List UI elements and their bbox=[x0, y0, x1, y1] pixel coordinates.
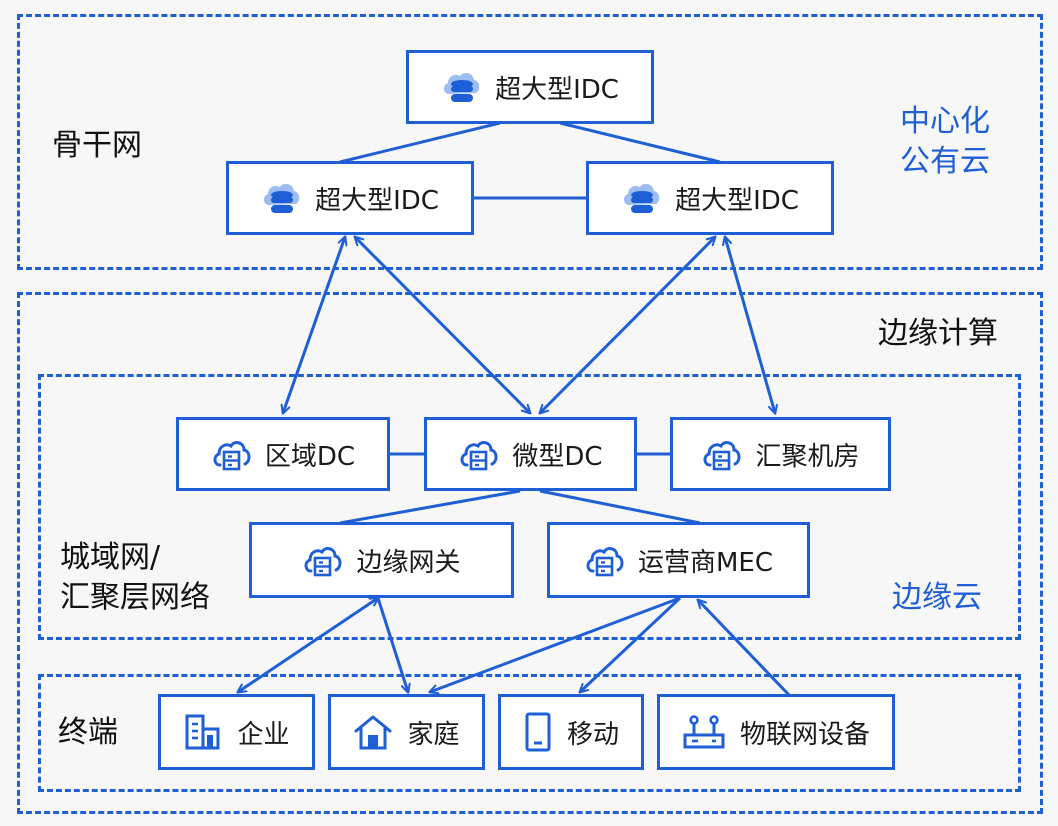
aggregation-room-node[interactable]: 汇聚机房 bbox=[670, 417, 891, 491]
arrow-mec-home bbox=[430, 596, 681, 692]
arrow-mec-mobile bbox=[580, 596, 682, 692]
arrow-idc-right-aggregation bbox=[725, 237, 775, 413]
terminal-zone bbox=[38, 674, 1021, 792]
link-top-to-right-idc bbox=[559, 121, 721, 164]
terminal-label: 终端 bbox=[58, 715, 118, 750]
micro-dc-label: 微型DC bbox=[512, 441, 603, 472]
home-label: 家庭 bbox=[407, 719, 460, 750]
operator-mec-node[interactable]: 运营商MEC bbox=[547, 522, 810, 598]
edge-gateway-label: 边缘网关 bbox=[356, 547, 461, 578]
arrow-gateway-home bbox=[376, 597, 408, 692]
link-top-to-left-idc bbox=[339, 121, 501, 164]
cloud-server-icon bbox=[586, 547, 624, 577]
arrow-idc-left-regional bbox=[283, 237, 345, 413]
link-micro-mec bbox=[539, 489, 701, 525]
idc-node-right-label: 超大型IDC bbox=[675, 185, 799, 216]
enterprise-label: 企业 bbox=[237, 719, 290, 750]
enterprise-node[interactable]: 企业 bbox=[158, 694, 315, 770]
cloud-database-icon bbox=[444, 72, 480, 102]
iot-device-node[interactable]: 物联网设备 bbox=[657, 694, 895, 770]
phone-icon bbox=[525, 712, 551, 752]
regional-dc-label: 区域DC bbox=[264, 441, 356, 472]
metro-network-label: 城域网/ 汇聚层网络 bbox=[60, 540, 210, 615]
cloud-server-icon bbox=[213, 441, 251, 471]
aggregation-room-label: 汇聚机房 bbox=[755, 441, 860, 472]
cloud-database-icon bbox=[264, 183, 300, 213]
mobile-node[interactable]: 移动 bbox=[498, 694, 644, 770]
cloud-server-icon bbox=[304, 547, 342, 577]
edge-computing-label: 边缘计算 bbox=[878, 316, 998, 351]
arrow-iot-mec bbox=[698, 600, 792, 698]
edge-cloud-label: 边缘云 bbox=[892, 580, 982, 615]
cloud-server-icon bbox=[703, 441, 741, 471]
idc-node-top[interactable]: 超大型IDC bbox=[406, 50, 654, 124]
house-icon bbox=[354, 715, 392, 750]
central-cloud-label: 中心化 公有云 bbox=[900, 104, 990, 179]
idc-node-top-label: 超大型IDC bbox=[495, 74, 619, 105]
cloud-server-icon bbox=[460, 441, 498, 471]
idc-node-left-label: 超大型IDC bbox=[315, 185, 439, 216]
cloud-database-icon bbox=[624, 183, 660, 213]
regional-dc-node[interactable]: 区域DC bbox=[176, 417, 390, 491]
link-micro-gateway bbox=[339, 489, 521, 525]
mobile-label: 移动 bbox=[566, 719, 619, 750]
micro-dc-node[interactable]: 微型DC bbox=[424, 417, 637, 491]
idc-node-left[interactable]: 超大型IDC bbox=[226, 161, 474, 235]
operator-mec-label: 运营商MEC bbox=[637, 547, 773, 578]
arrow-gateway-enterprise bbox=[238, 598, 378, 692]
building-icon bbox=[185, 714, 220, 750]
backbone-label: 骨干网 bbox=[52, 128, 142, 163]
idc-node-right[interactable]: 超大型IDC bbox=[586, 161, 834, 235]
iot-device-label: 物联网设备 bbox=[739, 719, 870, 750]
home-node[interactable]: 家庭 bbox=[328, 694, 485, 770]
arrow-idc-left-micro bbox=[355, 237, 530, 413]
router-icon bbox=[683, 715, 725, 749]
edge-gateway-node[interactable]: 边缘网关 bbox=[249, 522, 514, 598]
arrow-idc-right-micro bbox=[540, 237, 715, 413]
